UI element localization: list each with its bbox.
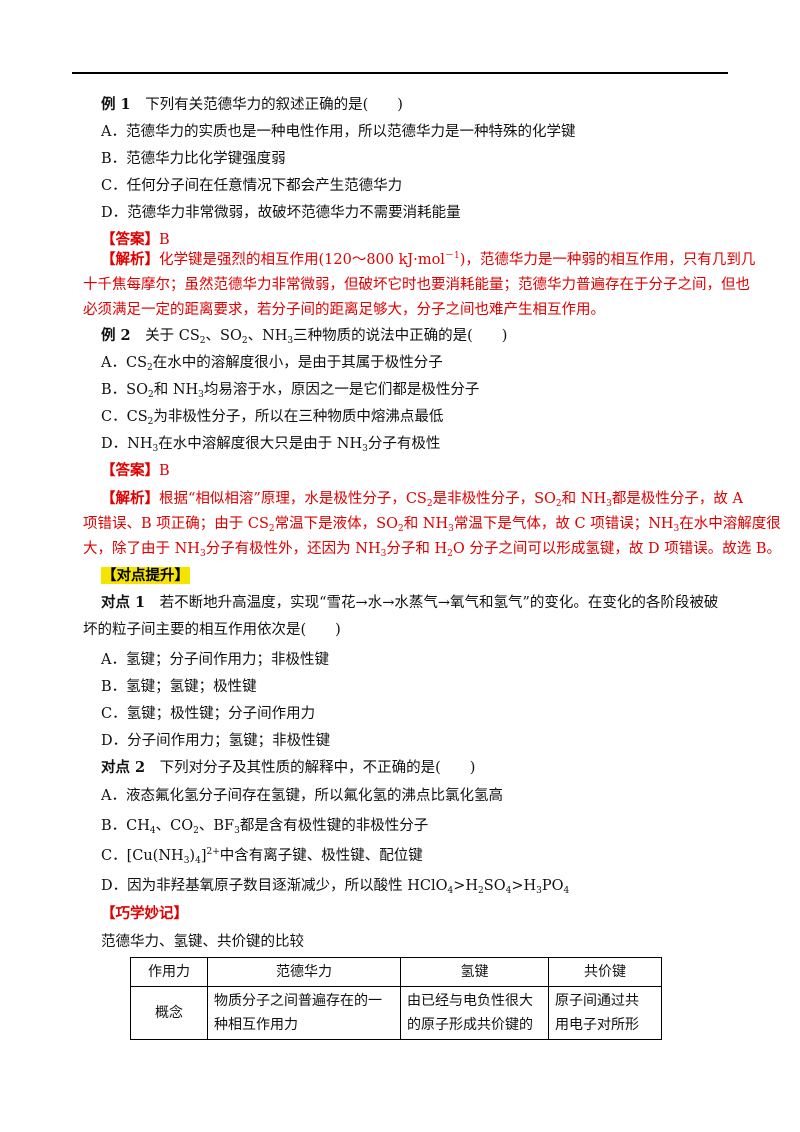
ex2-option-c: C．CS2为非极性分子，所以在三种物质中熔沸点最低 bbox=[101, 409, 444, 427]
p1-stem-line1: 对点 1 若不断地升高温度，实现“雪花→水→水蒸气→氧气和氢气”的变化。在变化的… bbox=[101, 594, 719, 611]
comparison-table: 作用力 范德华力 氢键 共价键 概念 物质分子之间普遍存在的一种相互作用力 由已… bbox=[130, 957, 662, 1040]
section-practice-title: 【对点提升】 bbox=[101, 567, 190, 584]
p2-option-d: D．因为非羟基氧原子数目逐渐减少，所以酸性 HClO4>H2SO4>H3PO4 bbox=[101, 878, 570, 896]
ex2-option-d: D．NH3在水中溶解度很大只是由于 NH3分子有极性 bbox=[101, 436, 441, 454]
ex1-option-a: A．范德华力的实质也是一种电性作用，所以范德华力是一种特殊的化学键 bbox=[101, 124, 576, 140]
table-header-cell: 氢键 bbox=[400, 957, 549, 987]
p1-option-d: D．分子间作用力；氢键；非极性键 bbox=[101, 733, 331, 749]
ex1-option-d: D．范德华力非常微弱，故破坏范德华力不需要消耗能量 bbox=[101, 205, 461, 221]
table-cell: 由已经与电负性很大的原子形成共价键的 bbox=[400, 986, 549, 1040]
table-header-cell: 作用力 bbox=[130, 957, 208, 987]
ex2-analysis-line1: 【解析】根据“相似相溶”原理，水是极性分子，CS2是非极性分子，SO2和 NH3… bbox=[101, 490, 743, 509]
section-memory-title: 【巧学妙记】 bbox=[101, 905, 188, 922]
p2-option-c: C．[Cu(NH3)4]2+中含有离子键、极性键、配位键 bbox=[101, 847, 423, 866]
p2-option-b: B．CH4、CO2、BF3都是含有极性键的非极性分子 bbox=[101, 818, 429, 836]
ex2-stem: 例 2 关于 CS2、SO2、NH3三种物质的说法中正确的是( ) bbox=[101, 327, 508, 346]
ex1-analysis-line2: 十千焦每摩尔；虽然范德华力非常微弱，但破坏它时也要消耗能量；范德华力普遍存在于分… bbox=[83, 277, 750, 293]
p1-stem-line2: 坏的粒子间主要的相互作用依次是( ) bbox=[83, 622, 341, 638]
ex1-stem: 例 1 下列有关范德华力的叙述正确的是( ) bbox=[101, 96, 403, 113]
ex1-analysis-line1: 【解析】化学键是强烈的相互作用(120～800 kJ·mol－1)，范德华力是一… bbox=[101, 251, 756, 268]
ex1-analysis-line3: 必须满足一定的距离要求，若分子间的距离足够大，分子之间也难产生相互作用。 bbox=[83, 302, 605, 318]
table-cell: 原子间通过共用电子对所形 bbox=[548, 986, 662, 1040]
table-row: 概念 物质分子之间普遍存在的一种相互作用力 由已经与电负性很大的原子形成共价键的… bbox=[130, 986, 662, 1040]
table-header-cell: 共价键 bbox=[548, 957, 662, 987]
ex2-option-b: B．SO2和 NH3均易溶于水，原因之一是它们都是极性分子 bbox=[101, 382, 480, 400]
table-header-cell: 范德华力 bbox=[207, 957, 401, 987]
table-row-label: 概念 bbox=[130, 986, 208, 1040]
table-cell: 物质分子之间普遍存在的一种相互作用力 bbox=[207, 986, 401, 1040]
ex2-analysis-line3: 大，除了由于 NH3分子有极性外，还因为 NH3分子和 H2O 分子之间可以形成… bbox=[83, 541, 781, 559]
ex2-analysis-line2: 项错误、B 项正确；由于 CS2常温下是液体，SO2和 NH3常温下是气体，故 … bbox=[83, 516, 781, 534]
ex2-option-a: A．CS2在水中的溶解度很小，是由于其属于极性分子 bbox=[101, 355, 443, 373]
p1-option-a: A．氢键；分子间作用力；非极性键 bbox=[101, 652, 329, 668]
p2-option-a: A．液态氟化氢分子间存在氢键，所以氟化氢的沸点比氯化氢高 bbox=[101, 788, 503, 804]
compare-title: 范德华力、氢键、共价键的比较 bbox=[101, 934, 304, 950]
table-header-row: 作用力 范德华力 氢键 共价键 bbox=[130, 957, 662, 987]
p1-option-b: B．氢键；氢键；极性键 bbox=[101, 679, 257, 695]
ex1-answer: 【答案】B bbox=[101, 231, 170, 248]
ex2-answer: 【答案】B bbox=[101, 462, 170, 479]
p1-option-c: C．氢键；极性键；分子间作用力 bbox=[101, 706, 316, 722]
ex1-option-c: C．任何分子间在任意情况下都会产生范德华力 bbox=[101, 178, 403, 194]
p2-stem: 对点 2 下列对分子及其性质的解释中，不正确的是( ) bbox=[101, 759, 476, 776]
header-rule bbox=[72, 72, 728, 74]
ex1-option-b: B．范德华力比化学键强度弱 bbox=[101, 151, 286, 167]
